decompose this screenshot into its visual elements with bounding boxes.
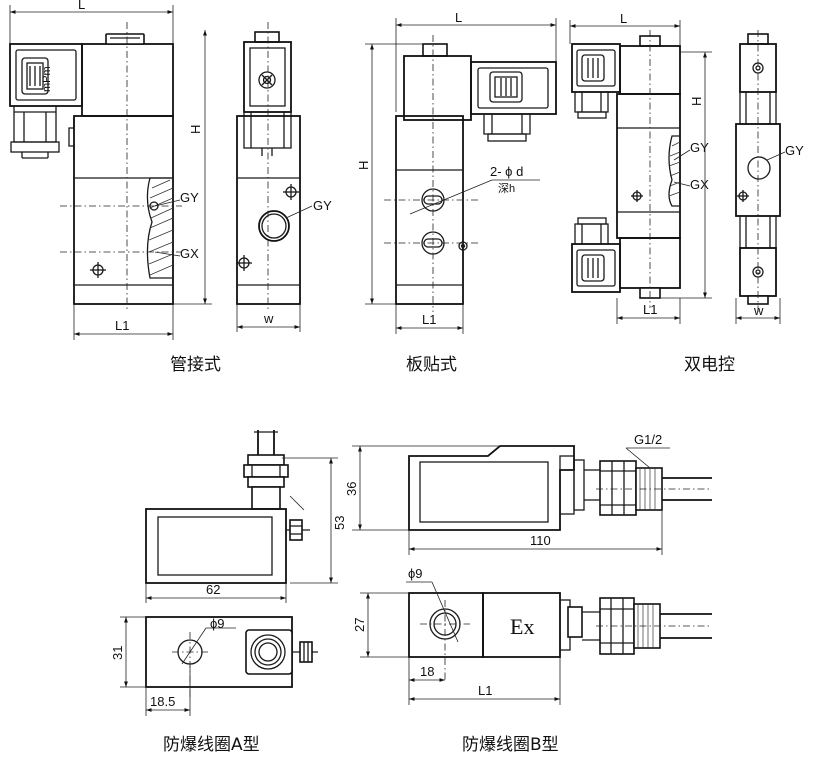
caption-plate-type: 板贴式 (406, 355, 457, 375)
plate-holes-note: 2- ϕ d (490, 164, 523, 179)
coil-b-dim-27: 27 (352, 618, 367, 632)
plate-depth-note: 深h (498, 182, 515, 195)
pipe-type-side-view: GY w (236, 22, 332, 332)
pipe-dim-L1: L1 (115, 318, 129, 333)
caption-pipe-type: 管接式 (170, 355, 221, 375)
explosion-coil-b-top: G1/2 36 110 (344, 432, 712, 555)
pipe-side-label-GY: GY (313, 198, 332, 213)
explosion-coil-a-front: ϕ9 31 18.5 (110, 616, 318, 716)
caption-dual-control: 双电控 (684, 355, 735, 375)
caption-explosion-a: 防爆线圈A型 (163, 735, 260, 755)
coil-a-dim-31: 31 (110, 646, 125, 660)
caption-explosion-b: 防爆线圈B型 (462, 735, 559, 755)
coil-b-dim-18: 18 (420, 664, 434, 679)
plate-dim-L1: L1 (422, 312, 436, 327)
dual-side-label-GY: GY (785, 143, 804, 158)
pipe-label-GY: GY (180, 190, 199, 205)
dual-dim-L: L (620, 11, 627, 26)
coil-a-dim-18-5: 18.5 (150, 694, 175, 709)
coil-a-dim-53: 53 (332, 516, 347, 530)
plate-type-view: L 2- ϕ d 深h H L1 (356, 10, 557, 334)
dual-dim-W: w (753, 303, 764, 318)
coil-b-thread: G1/2 (634, 432, 662, 447)
pipe-label-GX: GX (180, 246, 199, 261)
coil-b-dim-36: 36 (344, 482, 359, 496)
coil-b-dim-110: 110 (530, 533, 551, 548)
plate-dim-L: L (455, 10, 462, 25)
dual-label-GY: GY (690, 140, 709, 155)
coil-b-dim-L1: L1 (478, 683, 492, 698)
plate-dim-H: H (356, 161, 371, 170)
pipe-dim-H: H (188, 125, 203, 134)
explosion-coil-b-front: ϕ9 Ex 27 18 L1 (352, 566, 712, 705)
dual-label-GX: GX (690, 177, 709, 192)
explosion-coil-a-top: 53 62 (145, 430, 347, 603)
coil-label-text: mPm (41, 66, 53, 92)
coil-a-dim-62: 62 (206, 582, 220, 597)
coil-a-phi9: ϕ9 (210, 616, 225, 631)
ex-mark: Ex (510, 614, 534, 639)
pipe-dim-L: L (78, 0, 85, 12)
pipe-dim-W: w (263, 311, 274, 326)
dual-control-front-view: L GY GX (569, 11, 712, 324)
pipe-type-front-view: L mPm (9, 0, 212, 340)
dual-control-side-view: GY w (735, 30, 804, 324)
dual-dim-L1: L1 (643, 302, 657, 317)
coil-b-phi9: ϕ9 (408, 566, 423, 581)
dual-dim-H: H (689, 97, 704, 106)
